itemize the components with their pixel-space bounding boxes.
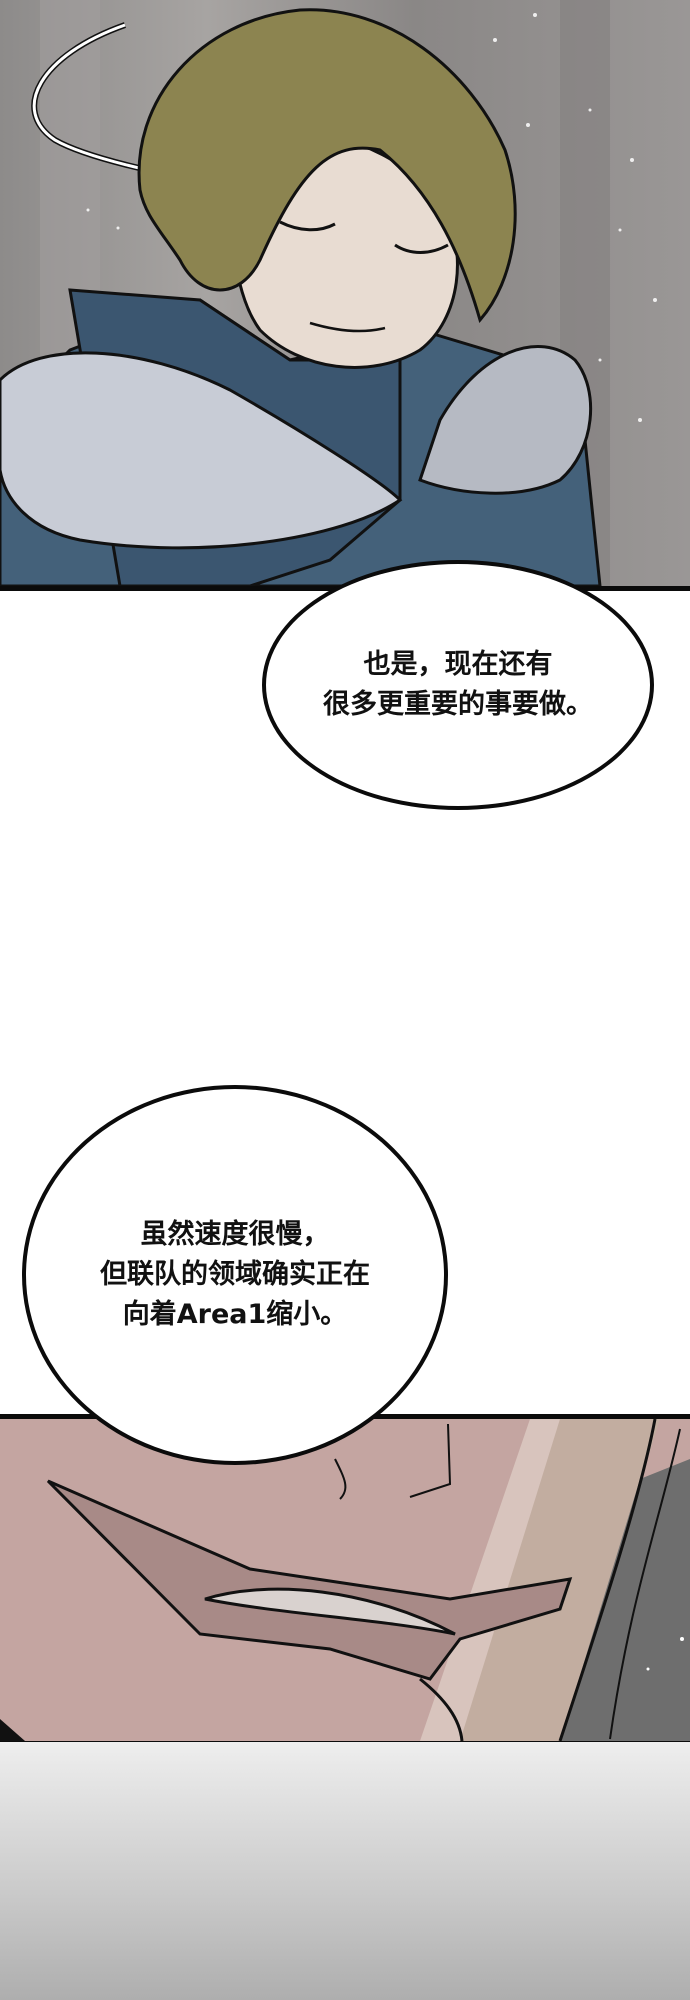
speech-bubble-1: 也是，现在还有 很多更重要的事要做。	[262, 560, 654, 810]
character-illustration-smiling	[0, 0, 657, 586]
bubble-2-line-2: 但联队的领域确实正在	[100, 1259, 370, 1290]
speech-bubble-1-text: 也是，现在还有 很多更重要的事要做。	[323, 645, 593, 725]
speech-bubble-2-text: 虽然速度很慢， 但联队的领域确实正在 向着Area1缩小。	[100, 1215, 370, 1335]
bubble-2-line-1: 虽然速度很慢，	[140, 1219, 330, 1250]
comic-panel-1	[0, 0, 690, 591]
comic-panel-3-gradient	[0, 1742, 690, 2000]
speech-bubble-2: 虽然速度很慢， 但联队的领域确实正在 向着Area1缩小。	[22, 1085, 448, 1465]
character-illustration-grin	[0, 1419, 690, 1741]
bubble-2-line-3: 向着Area1缩小。	[122, 1299, 348, 1330]
bubble-1-line-2: 很多更重要的事要做。	[323, 689, 593, 720]
bubble-1-line-1: 也是，现在还有	[363, 649, 553, 680]
comic-panel-2	[0, 1414, 690, 1747]
